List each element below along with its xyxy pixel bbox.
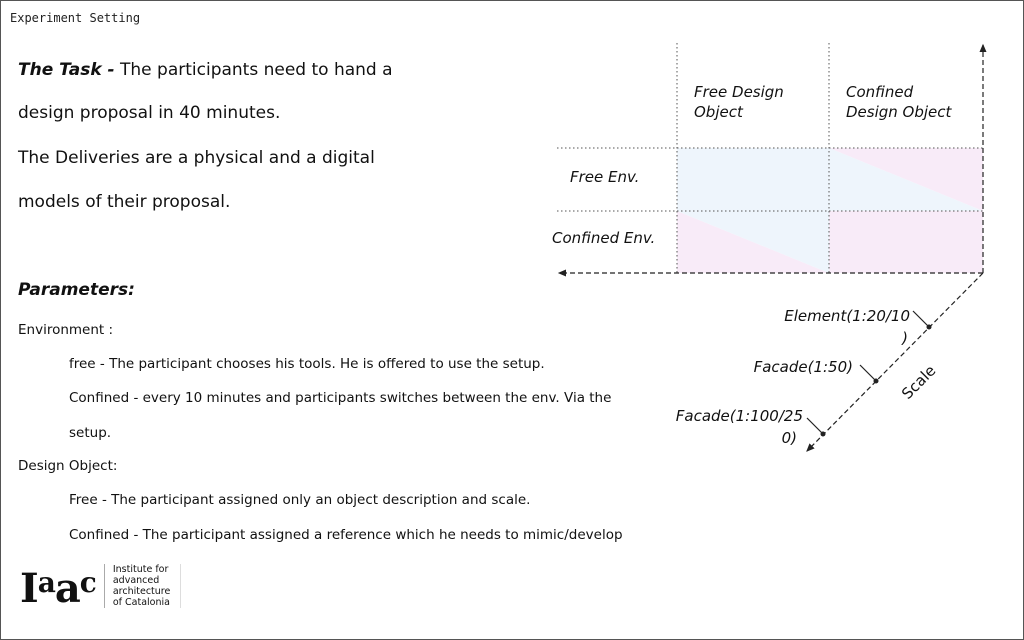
scale-axis-label: Scale — [898, 362, 939, 403]
logo-line: of Catalonia — [112, 597, 170, 608]
scale-axis-arrow — [806, 272, 984, 452]
environment-label: Environment : — [18, 322, 114, 338]
row-header-free-env: Free Env. — [570, 168, 639, 186]
slide-title: Experiment Setting — [10, 11, 141, 25]
cell-confined-confined — [829, 211, 983, 273]
logo-line: Institute for — [112, 564, 169, 575]
task-label: The Task - — [18, 60, 115, 80]
task-line-3: The Deliveries are a physical and a digi… — [18, 148, 375, 168]
logo-line: architecture — [112, 586, 171, 597]
scale-point-facade-100 — [820, 431, 826, 437]
obj-free-text: Free - The participant assigned only an … — [69, 492, 531, 508]
scale-point-facade-50 — [873, 378, 879, 384]
cell-confined-free-blue — [677, 211, 829, 273]
design-object-label: Design Object: — [18, 458, 118, 474]
task-text: The participants need to hand a — [120, 60, 393, 80]
col-header-confined-object-2: Design Object — [846, 103, 953, 121]
task-line-4: models of their proposal. — [18, 192, 231, 212]
scale-label-facade-100-2: 0) — [782, 429, 797, 447]
obj-confined-text: Confined - The participant assigned a re… — [69, 527, 623, 543]
logo-line: advanced — [112, 575, 160, 586]
cell-free-confined-blue — [829, 148, 983, 211]
scale-label-element: Element(1:20/10 — [784, 307, 910, 325]
col-header-confined-object: Confined — [846, 83, 914, 101]
iaac-logo: Iaac Institute for advanced architecture… — [20, 563, 182, 612]
scale-point-element — [926, 324, 932, 330]
col-header-free-object: Free Design — [694, 83, 784, 101]
logo-text: Institute for advanced architecture of C… — [103, 564, 182, 608]
cell-free-free — [677, 148, 829, 211]
scale-label-facade-50: Facade(1:50) — [754, 358, 853, 376]
grid-lines — [557, 43, 983, 273]
env-confined-text-cont: setup. — [69, 425, 112, 441]
parameters-heading: Parameters: — [18, 280, 135, 300]
task-line-2: design proposal in 40 minutes. — [18, 103, 281, 123]
env-confined-text: Confined - every 10 minutes and particip… — [69, 390, 612, 406]
scale-label-element-2: ) — [901, 329, 908, 347]
env-free-text: free - The participant chooses his tools… — [69, 356, 545, 372]
scale-label-facade-100: Facade(1:100/25 — [676, 407, 803, 425]
row-header-confined-env: Confined Env. — [552, 229, 655, 247]
col-header-free-object-2: Object — [694, 103, 744, 121]
task-line-1: The Task - The participants need to hand… — [18, 60, 393, 80]
logo-mark: Iaac — [20, 565, 97, 612]
